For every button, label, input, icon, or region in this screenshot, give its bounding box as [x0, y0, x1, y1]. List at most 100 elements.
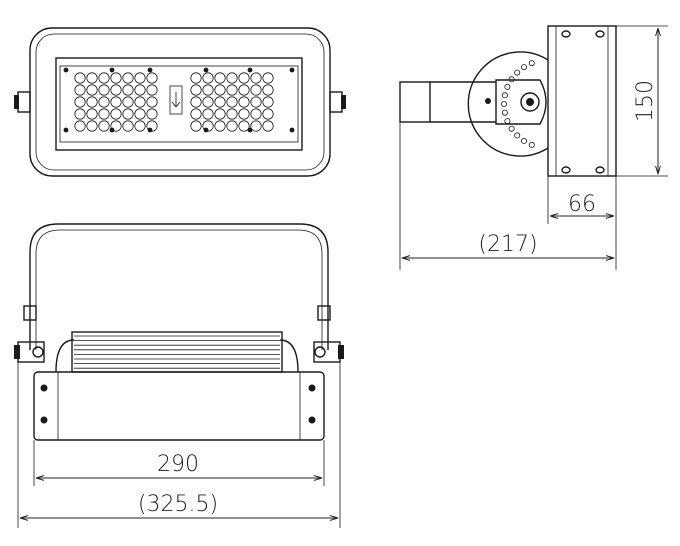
led-lens	[214, 72, 226, 84]
led-lens	[122, 120, 134, 132]
led-lens	[226, 84, 238, 96]
led-lens	[146, 96, 158, 108]
led-lens	[146, 72, 158, 84]
screw	[147, 67, 153, 73]
led-lens	[74, 108, 86, 120]
led-lens	[190, 120, 202, 132]
angle-hole	[501, 109, 508, 116]
led-lens	[214, 84, 226, 96]
led-lens	[238, 120, 250, 132]
screw	[247, 127, 253, 133]
led-lens	[202, 84, 214, 96]
led-lens	[110, 72, 122, 84]
led-lens	[98, 96, 110, 108]
led-lens	[262, 120, 274, 132]
led-lens	[146, 84, 158, 96]
led-lens	[86, 84, 98, 96]
adjustment-holes	[500, 60, 535, 148]
led-lens	[190, 84, 202, 96]
angle-hole	[501, 92, 508, 99]
led-lens	[134, 120, 146, 132]
screw	[109, 127, 115, 133]
overall-width-label: (325.5)	[138, 492, 218, 517]
led-lens	[214, 108, 226, 120]
led-lens	[190, 72, 202, 84]
led-lens	[86, 108, 98, 120]
led-lens	[202, 72, 214, 84]
led-lens	[262, 108, 274, 120]
led-lens	[98, 108, 110, 120]
angle-hole	[514, 69, 521, 76]
screw	[289, 127, 295, 133]
led-lens	[110, 96, 122, 108]
led-lens	[122, 84, 134, 96]
led-lens	[214, 120, 226, 132]
top-view: 290 (325.5)	[14, 223, 344, 528]
angle-hole	[521, 137, 528, 144]
led-lens	[86, 96, 98, 108]
height-dimension-label: 150	[633, 80, 658, 122]
led-lens	[110, 108, 122, 120]
heatsink-fins	[74, 335, 280, 369]
led-lens	[122, 96, 134, 108]
led-array	[63, 67, 295, 133]
led-lens	[262, 96, 274, 108]
led-lens	[238, 84, 250, 96]
led-lens	[202, 108, 214, 120]
led-lens	[134, 96, 146, 108]
screw	[289, 67, 295, 73]
led-lens	[122, 72, 134, 84]
led-lens	[98, 120, 110, 132]
led-lens	[190, 96, 202, 108]
angle-hole	[504, 118, 511, 125]
screw	[63, 67, 69, 73]
led-lens	[134, 84, 146, 96]
led-lens	[250, 72, 262, 84]
right-knob	[329, 91, 346, 113]
led-lens	[238, 72, 250, 84]
overall-depth-label: (217)	[478, 232, 537, 257]
led-lens	[74, 72, 86, 84]
led-lens	[202, 96, 214, 108]
screw	[203, 127, 209, 133]
angle-hole	[528, 141, 535, 148]
left-knob	[14, 91, 31, 113]
led-lens	[98, 84, 110, 96]
led-lens	[110, 120, 122, 132]
led-lens	[86, 72, 98, 84]
led-lens	[74, 84, 86, 96]
led-lens	[86, 120, 98, 132]
led-lens	[226, 108, 238, 120]
led-lens	[134, 108, 146, 120]
led-lens	[250, 96, 262, 108]
top-right-knob	[313, 341, 344, 363]
angle-hole	[521, 64, 528, 71]
led-lens	[238, 108, 250, 120]
led-lens	[110, 84, 122, 96]
screw	[147, 127, 153, 133]
front-view	[14, 27, 346, 177]
led-lens	[262, 84, 274, 96]
direction-indicator	[169, 85, 183, 115]
screw	[63, 127, 69, 133]
body-width-label: 290	[157, 452, 199, 477]
arrow-down-icon	[171, 92, 181, 108]
led-lens	[122, 108, 134, 120]
bracket-depth-label: 66	[568, 192, 596, 217]
side-view: 150 66 (217)	[399, 25, 668, 270]
screw	[247, 67, 253, 73]
led-lens	[74, 120, 86, 132]
led-lens	[98, 72, 110, 84]
angle-hole	[528, 60, 535, 67]
led-lens	[214, 96, 226, 108]
angle-hole	[514, 132, 521, 139]
led-lens	[262, 72, 274, 84]
led-lens	[226, 120, 238, 132]
led-lens	[238, 96, 250, 108]
top-left-knob	[14, 341, 45, 363]
led-lens	[74, 96, 86, 108]
led-lens	[146, 108, 158, 120]
screw	[109, 67, 115, 73]
angle-hole	[504, 83, 511, 90]
